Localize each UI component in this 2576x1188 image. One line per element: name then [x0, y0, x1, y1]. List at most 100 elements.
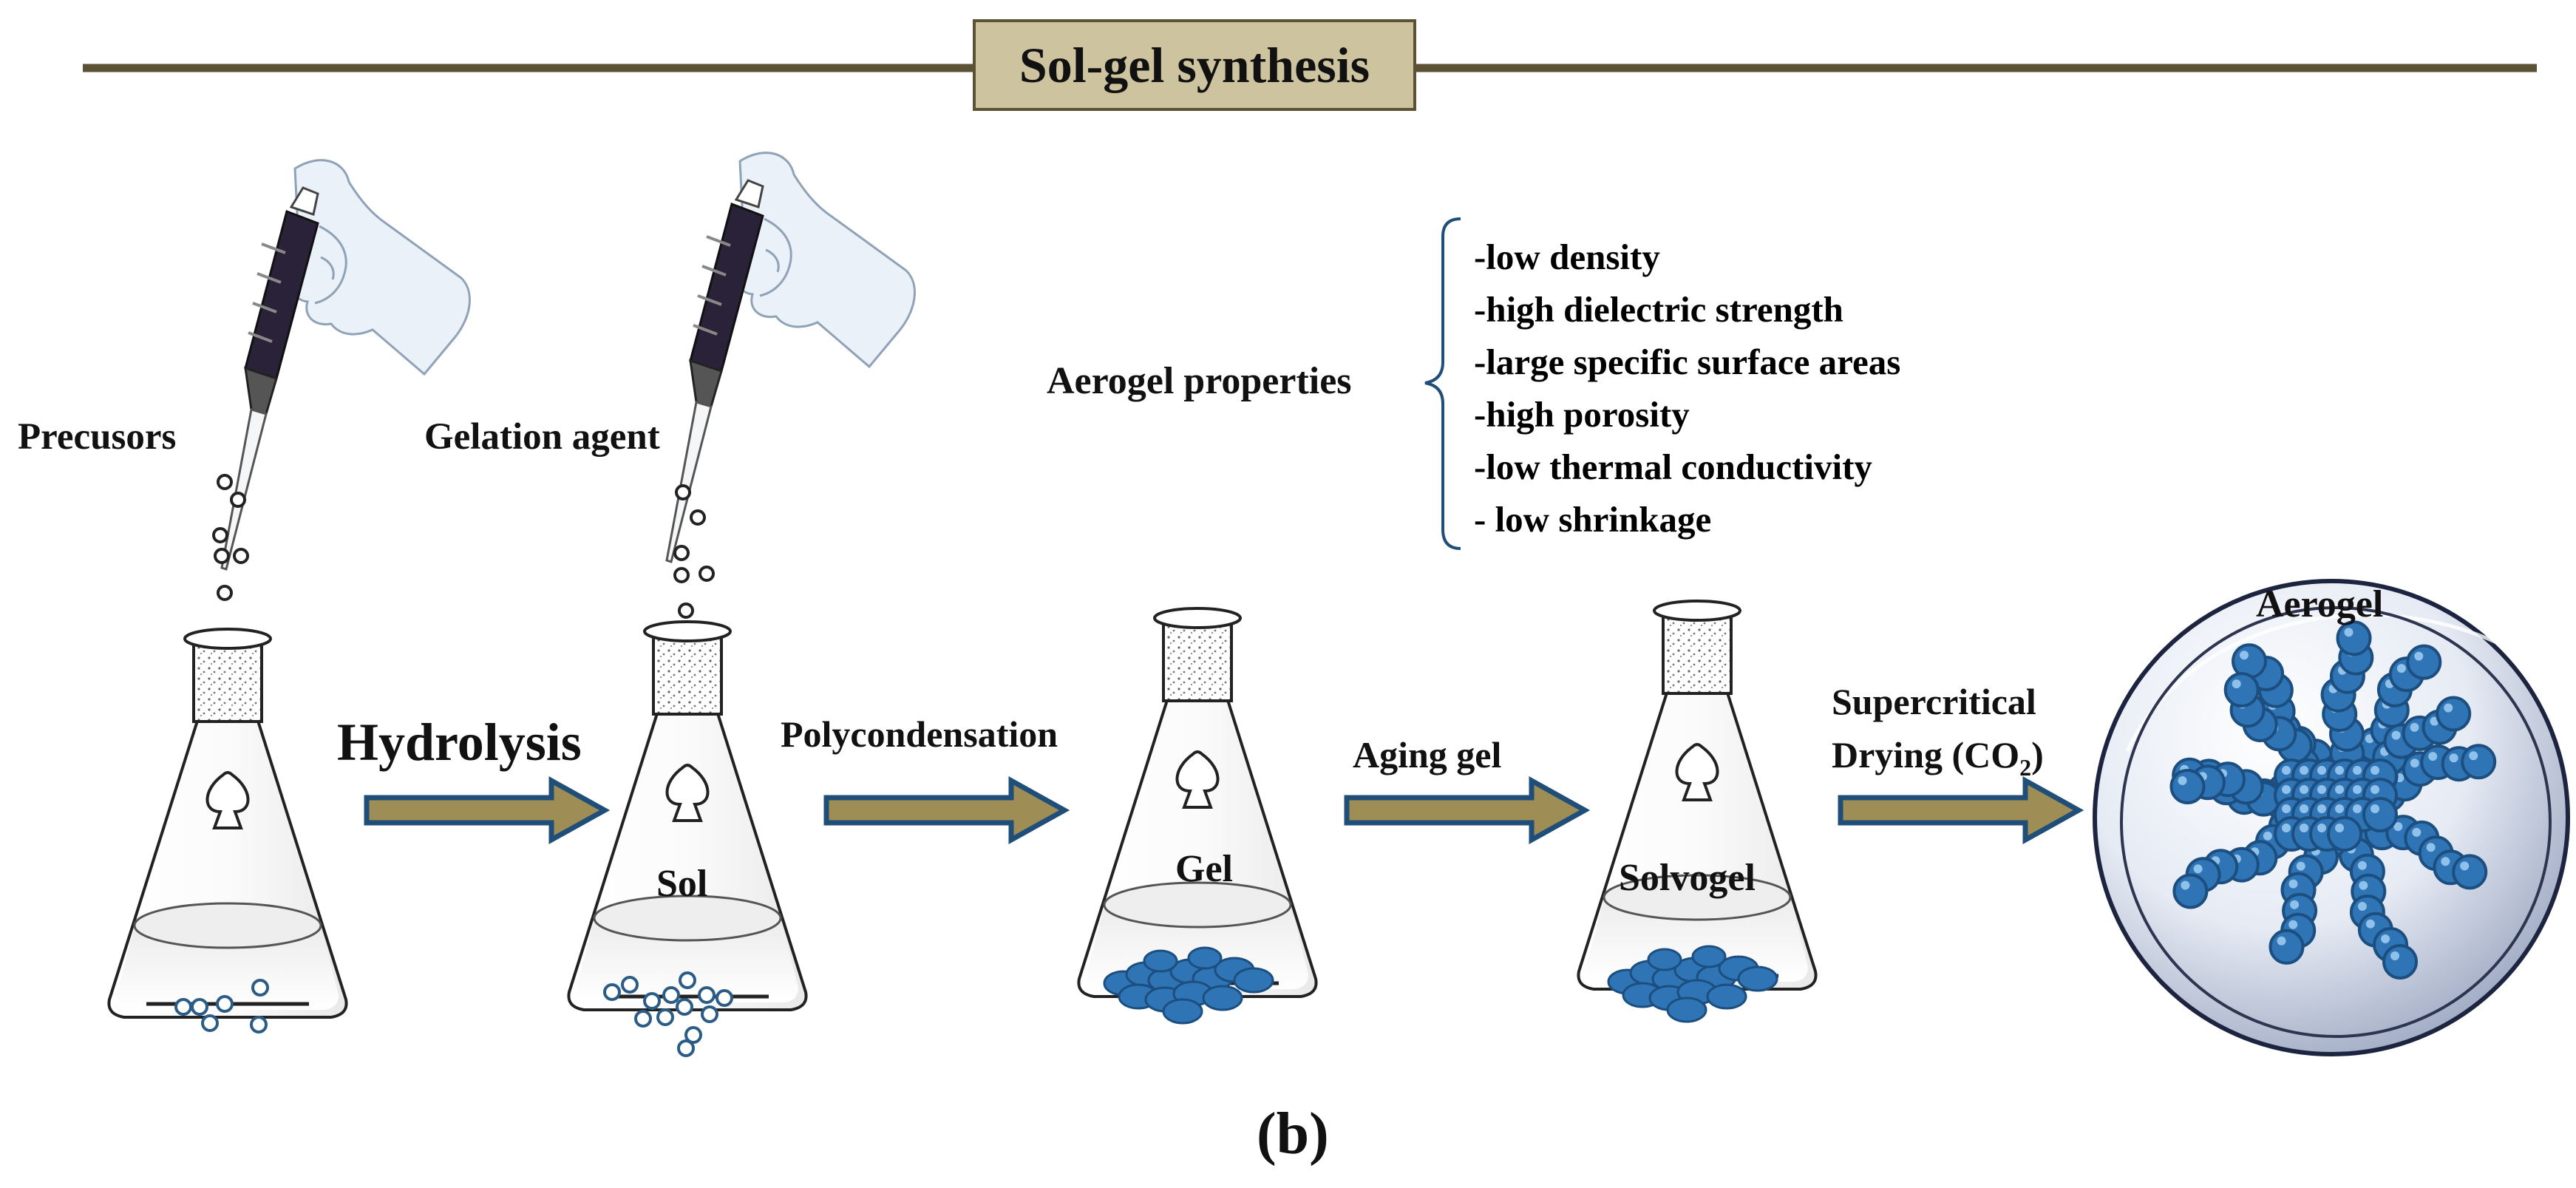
aerogel-bead-highlight: [2371, 804, 2379, 813]
aerogel-bead-highlight: [2296, 861, 2305, 871]
aerogel-bead-highlight: [2344, 628, 2354, 637]
aerogel-bead: [2327, 816, 2362, 852]
property-item: -low thermal conductivity: [1474, 447, 1872, 487]
label-sol: Sol: [656, 863, 708, 905]
sol-particles: [603, 971, 733, 1057]
aerogel-bead-highlight: [2393, 822, 2403, 832]
property-item: -low density: [1474, 237, 1660, 277]
label-drying-co2: Drying (CO2): [1832, 736, 2044, 779]
aerogel-properties-list: -low density -high dielectric strength -…: [1474, 231, 1900, 546]
aerogel-bead-highlight: [2181, 880, 2190, 890]
precursor-particles: [174, 979, 269, 1033]
aerogel-bead-highlight: [2469, 751, 2478, 761]
pipette-hand-icon: [220, 158, 472, 571]
aerogel-bead-highlight: [2178, 776, 2187, 785]
aerogel-network: [2169, 620, 2497, 980]
aerogel-bead: [2223, 672, 2260, 708]
aerogel-bead: [2436, 696, 2472, 732]
label-polycondensation: Polycondensation: [781, 713, 1058, 755]
aerogel-bead-highlight: [2317, 766, 2326, 775]
aerogel-bead-highlight: [2414, 651, 2424, 661]
aerogel-bead-highlight: [2288, 879, 2298, 889]
label-solvogel: Solvogel: [1619, 857, 1756, 899]
aerogel-bead-highlight: [2282, 766, 2291, 775]
figure-caption: (b): [1257, 1102, 1329, 1167]
property-item: -high porosity: [1474, 394, 1690, 435]
aerogel-bead-highlight: [2193, 864, 2203, 874]
property-item: - low shrinkage: [1474, 499, 1712, 540]
aerogel-bead-highlight: [2390, 951, 2399, 960]
aerogel-bead-highlight: [2290, 900, 2300, 909]
aerogel-bead: [2169, 769, 2206, 804]
label-hydrolysis: Hydrolysis: [337, 713, 582, 772]
aerogel-bead: [2172, 873, 2209, 909]
aerogel-bead-highlight: [2277, 936, 2286, 946]
aerogel-bead-highlight: [2317, 824, 2326, 832]
precursor-drops: [212, 474, 249, 601]
label-precursors: Precusors: [18, 416, 177, 458]
aerogel-bead-highlight: [2300, 804, 2308, 813]
arrow-polycondensation: [826, 781, 1064, 840]
aerogel-bead-highlight: [2460, 861, 2470, 871]
label-gelation-agent: Gelation agent: [424, 416, 660, 458]
aerogel-bead-highlight: [2365, 919, 2375, 929]
arrow-hydrolysis: [367, 781, 605, 840]
aerogel-bead-highlight: [2300, 766, 2308, 775]
aerogel-bead-highlight: [2396, 664, 2406, 673]
arrow-supercritical: [1841, 781, 2079, 840]
aerogel-bead-highlight: [2232, 679, 2241, 689]
aerogel-bead: [2406, 644, 2442, 680]
aerogel-bead-highlight: [2282, 804, 2291, 813]
property-item: -high dielectric strength: [1474, 289, 1843, 330]
aerogel-bead-highlight: [2428, 752, 2438, 761]
aerogel-bead-highlight: [2300, 785, 2308, 794]
aerogel-bead-highlight: [2353, 785, 2362, 794]
aerogel-bead-highlight: [2282, 824, 2291, 832]
title-banner: Sol-gel synthesis: [973, 19, 1416, 111]
properties-brace: [1424, 217, 1461, 550]
aerogel-bead-highlight: [2240, 651, 2249, 660]
aerogel-bead-highlight: [2359, 880, 2368, 890]
aerogel-bead-highlight: [2282, 785, 2291, 794]
aerogel-bead-highlight: [2381, 934, 2390, 943]
aerogel-bead-highlight: [2317, 804, 2326, 813]
aerogel-bead-highlight: [2371, 785, 2379, 794]
label-gel: Gel: [1175, 848, 1233, 890]
aerogel-bead-highlight: [2300, 824, 2308, 832]
aerogel-bead-highlight: [2317, 785, 2326, 794]
gelation-drops: [673, 484, 715, 619]
erlenmeyer-flask-sol: [568, 622, 806, 1010]
erlenmeyer-flask-gel: [1078, 608, 1316, 997]
aerogel-bead-highlight: [2353, 804, 2362, 813]
aerogel-bead-highlight: [2353, 766, 2362, 775]
aerogel-bead-highlight: [2335, 766, 2344, 775]
aerogel-bead-highlight: [2410, 758, 2419, 768]
diagram-title: Sol-gel synthesis: [1019, 36, 1370, 93]
aerogel-bead-highlight: [2441, 857, 2450, 866]
erlenmeyer-flask-solvogel: [1578, 601, 1815, 989]
aerogel-bead: [2461, 744, 2497, 780]
aerogel-bead-highlight: [2371, 766, 2379, 775]
aerogel-bead-highlight: [2426, 843, 2436, 852]
aerogel-bead: [2336, 620, 2372, 656]
arrow-aging: [1347, 781, 1585, 840]
aerogel-bead-highlight: [2335, 804, 2344, 813]
aerogel-bead: [2269, 929, 2305, 965]
aerogel-bead: [2452, 854, 2488, 890]
aerogel-bead-highlight: [2391, 730, 2401, 740]
aerogel-bead-highlight: [2288, 920, 2298, 929]
label-aging-gel: Aging gel: [1353, 734, 1502, 775]
aerogel-bead-highlight: [2357, 861, 2367, 870]
aerogel-bead-highlight: [2335, 824, 2344, 832]
aerogel-bead-highlight: [2449, 753, 2458, 763]
drying-subscript: 2: [2019, 754, 2032, 781]
aerogel-bead-highlight: [2444, 703, 2453, 713]
aerogel-bead-highlight: [2335, 785, 2344, 794]
drying-suffix: ): [2031, 734, 2044, 775]
aerogel-bead: [2382, 944, 2418, 980]
erlenmeyer-flask-precursors: [109, 629, 346, 1017]
label-aerogel: Aerogel: [2256, 583, 2384, 625]
property-item: -large specific surface areas: [1474, 342, 1901, 382]
label-aerogel-properties: Aerogel properties: [1047, 360, 1352, 402]
